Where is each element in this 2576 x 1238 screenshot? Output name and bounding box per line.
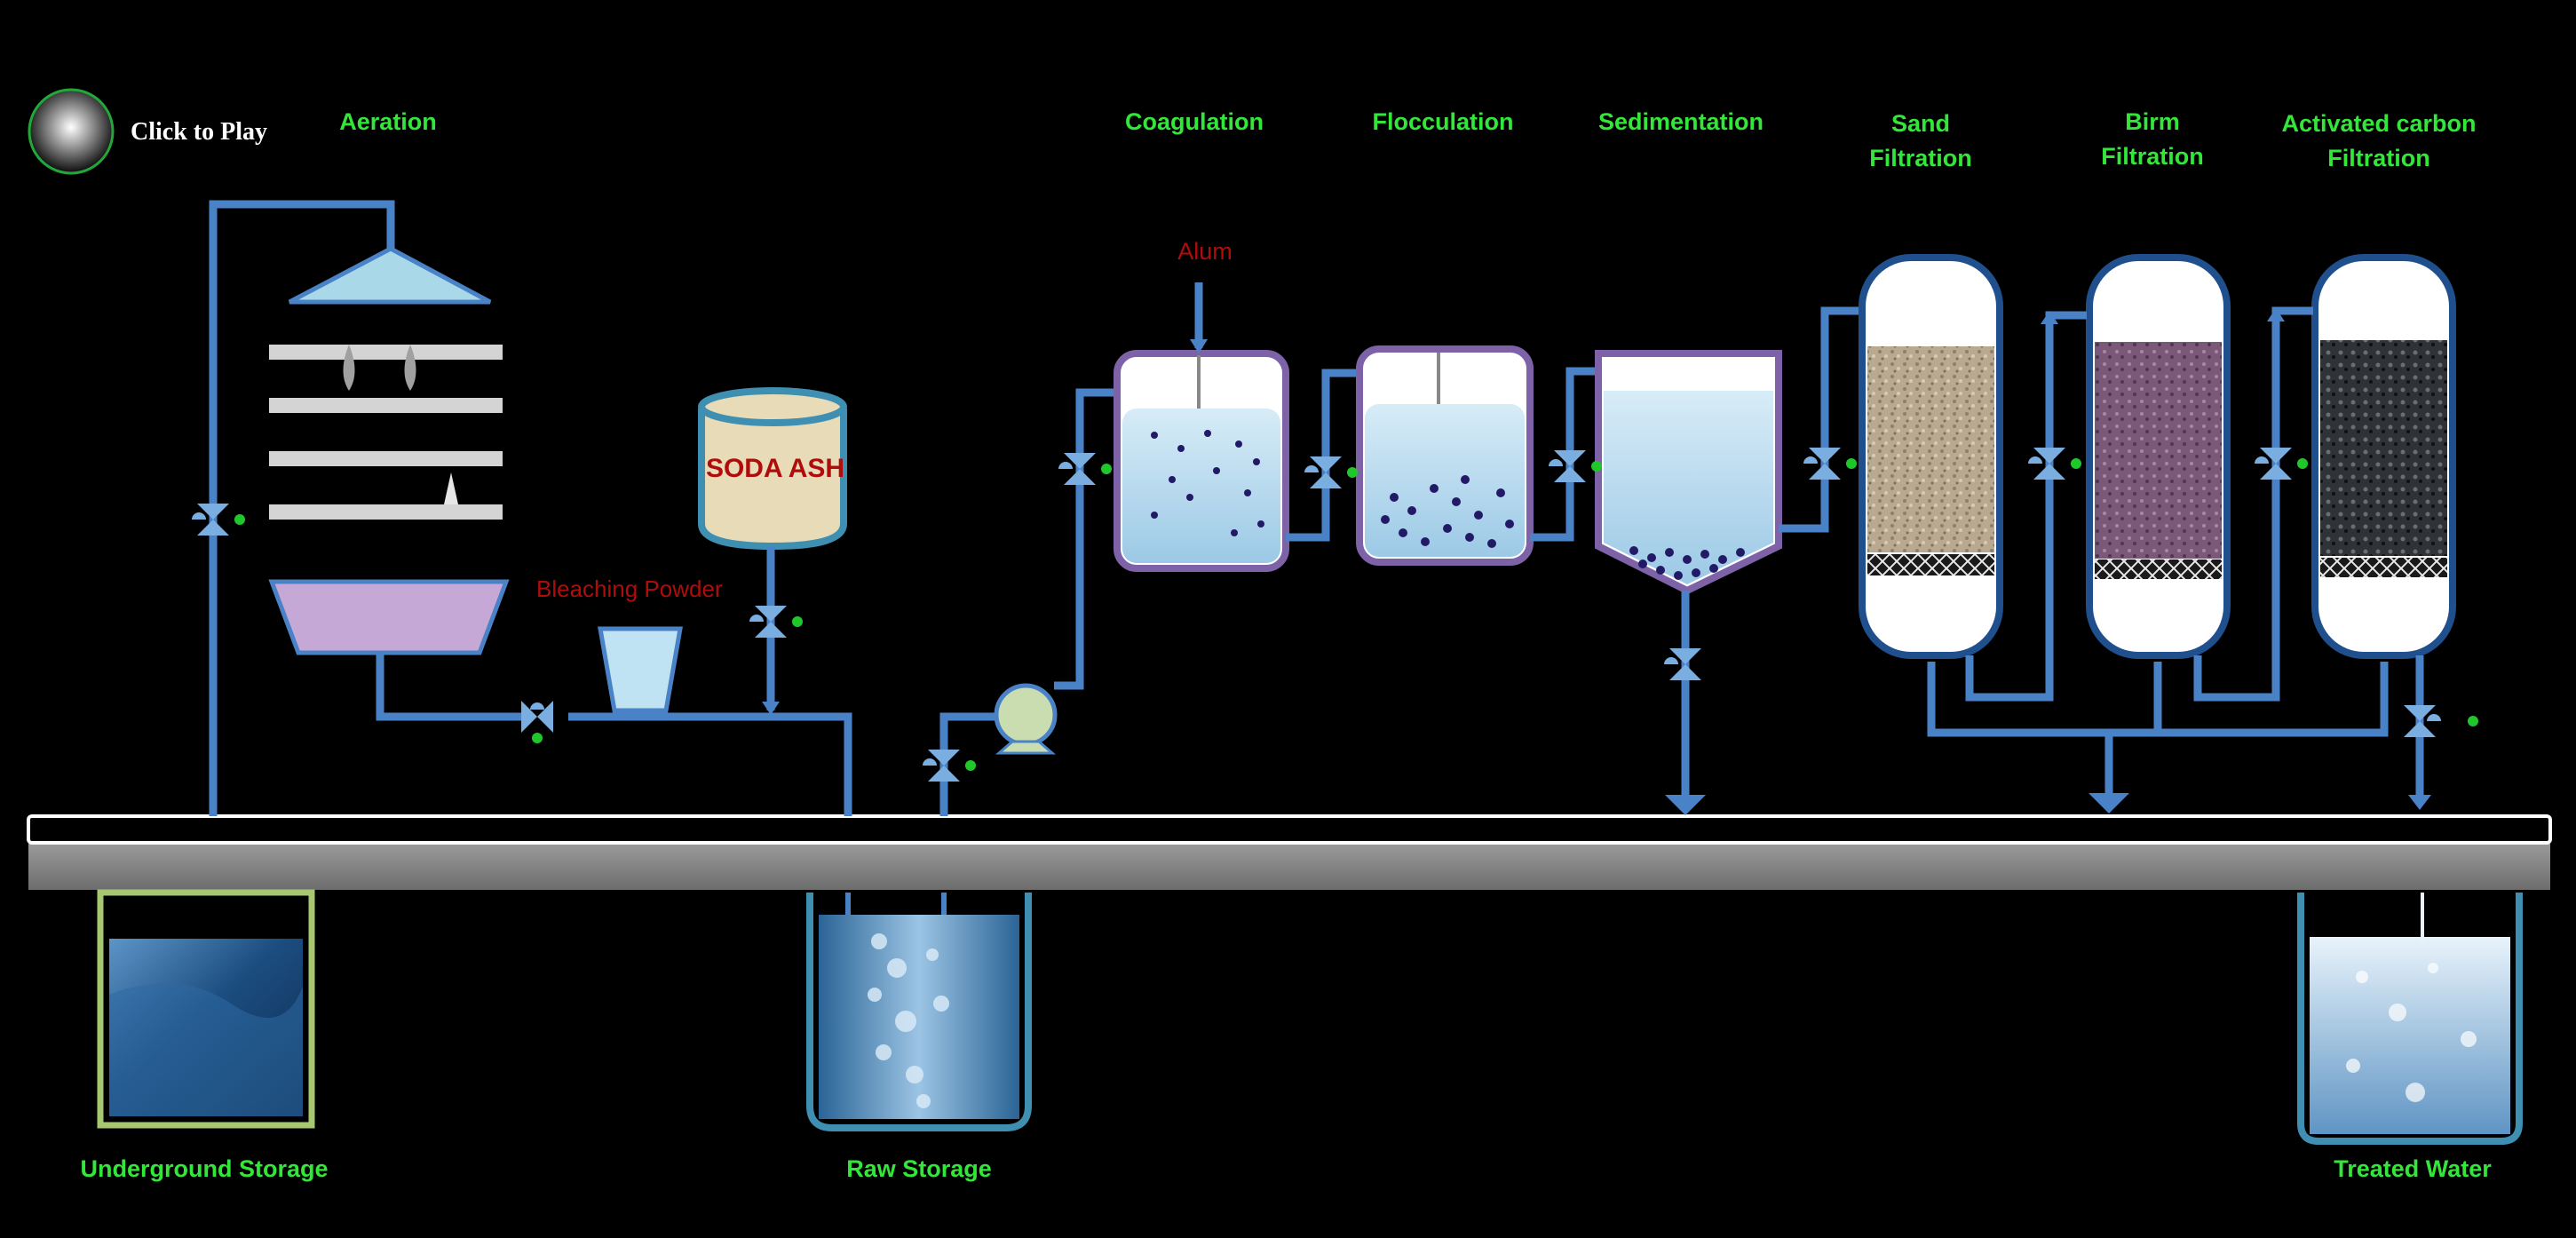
coagulation-feed-pipe <box>1054 388 1121 690</box>
coag-to-floc-pipe <box>1286 369 1359 542</box>
birm-filter <box>2086 254 2231 659</box>
label-treated-water: Treated Water <box>2334 1155 2492 1182</box>
label-carbon-filtration-2: Filtration <box>2327 145 2430 171</box>
down-arrow-icon <box>1665 795 1706 815</box>
valve-aeration-feed[interactable] <box>192 504 245 536</box>
birm-to-carbon-pipe <box>2193 306 2313 702</box>
up-arrow-icon <box>2041 311 2058 324</box>
sand-filter <box>1859 254 2003 659</box>
down-arrow-icon <box>762 702 780 715</box>
valve-treated-outlet[interactable] <box>2404 705 2478 737</box>
chlorination-pipe <box>568 712 852 816</box>
label-sedimentation: Sedimentation <box>1598 108 1764 135</box>
label-alum: Alum <box>1177 238 1233 265</box>
sed-to-sand-pipe <box>1779 306 1865 533</box>
valve-sludge-drain[interactable] <box>1664 648 1701 680</box>
valve-sand-to-birm[interactable] <box>2028 448 2081 480</box>
pump <box>994 683 1058 755</box>
up-arrow-icon <box>2267 308 2285 321</box>
valve-indicator-icon <box>2297 458 2308 469</box>
treated-water-tank <box>2297 893 2523 1145</box>
valve-indicator-icon <box>2071 458 2081 469</box>
valve-coag-to-floc[interactable] <box>1304 456 1358 488</box>
down-arrow-icon <box>1190 339 1208 353</box>
valve-coagulation-feed[interactable] <box>1058 453 1112 485</box>
valve-floc-to-sed[interactable] <box>1549 450 1602 482</box>
valve-soda-ash[interactable] <box>749 606 803 638</box>
label-raw-storage: Raw Storage <box>846 1155 992 1182</box>
label-flocculation: Flocculation <box>1372 108 1513 135</box>
label-sand-filtration-2: Filtration <box>1869 145 1972 171</box>
flocculation-tank <box>1356 345 1534 566</box>
valve-indicator-icon <box>234 514 245 525</box>
play-button[interactable]: Click to Play <box>28 88 267 175</box>
down-arrow-icon <box>2089 793 2129 813</box>
valve-aeration-outlet[interactable] <box>521 701 553 743</box>
aeration-outlet-pipe <box>376 653 524 721</box>
label-birm-filtration-1: Birm <box>2125 108 2180 135</box>
label-bleaching-powder: Bleaching Powder <box>536 575 723 602</box>
valve-sed-to-sand[interactable] <box>1803 448 1857 480</box>
valve-indicator-icon <box>1347 467 1358 478</box>
valve-indicator-icon <box>2468 716 2478 726</box>
aeration-trays <box>269 345 503 520</box>
label-underground-storage: Underground Storage <box>80 1155 328 1182</box>
main-header-pipe <box>27 814 2552 845</box>
raw-storage-tank <box>806 893 1032 1131</box>
sand-to-birm-pipe <box>1965 311 2087 702</box>
coagulation-tank <box>1114 350 1289 572</box>
label-coagulation: Coagulation <box>1125 108 1264 135</box>
aeration-collection-basin <box>268 579 510 655</box>
valve-indicator-icon <box>792 616 803 627</box>
raw-water-riser-pipe <box>939 712 995 816</box>
valve-indicator-icon <box>1591 461 1602 472</box>
ground-slab <box>28 844 2550 890</box>
play-icon[interactable] <box>28 88 115 175</box>
label-aeration: Aeration <box>339 108 437 135</box>
label-carbon-filtration-1: Activated carbon <box>2281 110 2476 137</box>
play-label[interactable]: Click to Play <box>131 118 267 146</box>
valve-raw-riser[interactable] <box>923 750 976 782</box>
aerator-hood <box>288 246 492 305</box>
carbon-filter <box>2311 254 2456 659</box>
label-sand-filtration-1: Sand <box>1891 110 1950 137</box>
water-drop-icon <box>343 345 458 504</box>
bleaching-powder-hopper <box>598 626 683 713</box>
valve-birm-to-carbon[interactable] <box>2255 448 2308 480</box>
valve-indicator-icon <box>965 760 976 771</box>
valve-indicator-icon <box>1846 458 1857 469</box>
valve-indicator-icon <box>532 733 543 743</box>
down-arrow-icon <box>2408 795 2431 810</box>
label-birm-filtration-2: Filtration <box>2101 143 2204 170</box>
sedimentation-tank <box>1595 350 1782 595</box>
label-soda-ash: SODA ASH <box>706 454 844 483</box>
underground-storage-tank <box>97 889 315 1129</box>
valve-indicator-icon <box>1101 464 1112 474</box>
